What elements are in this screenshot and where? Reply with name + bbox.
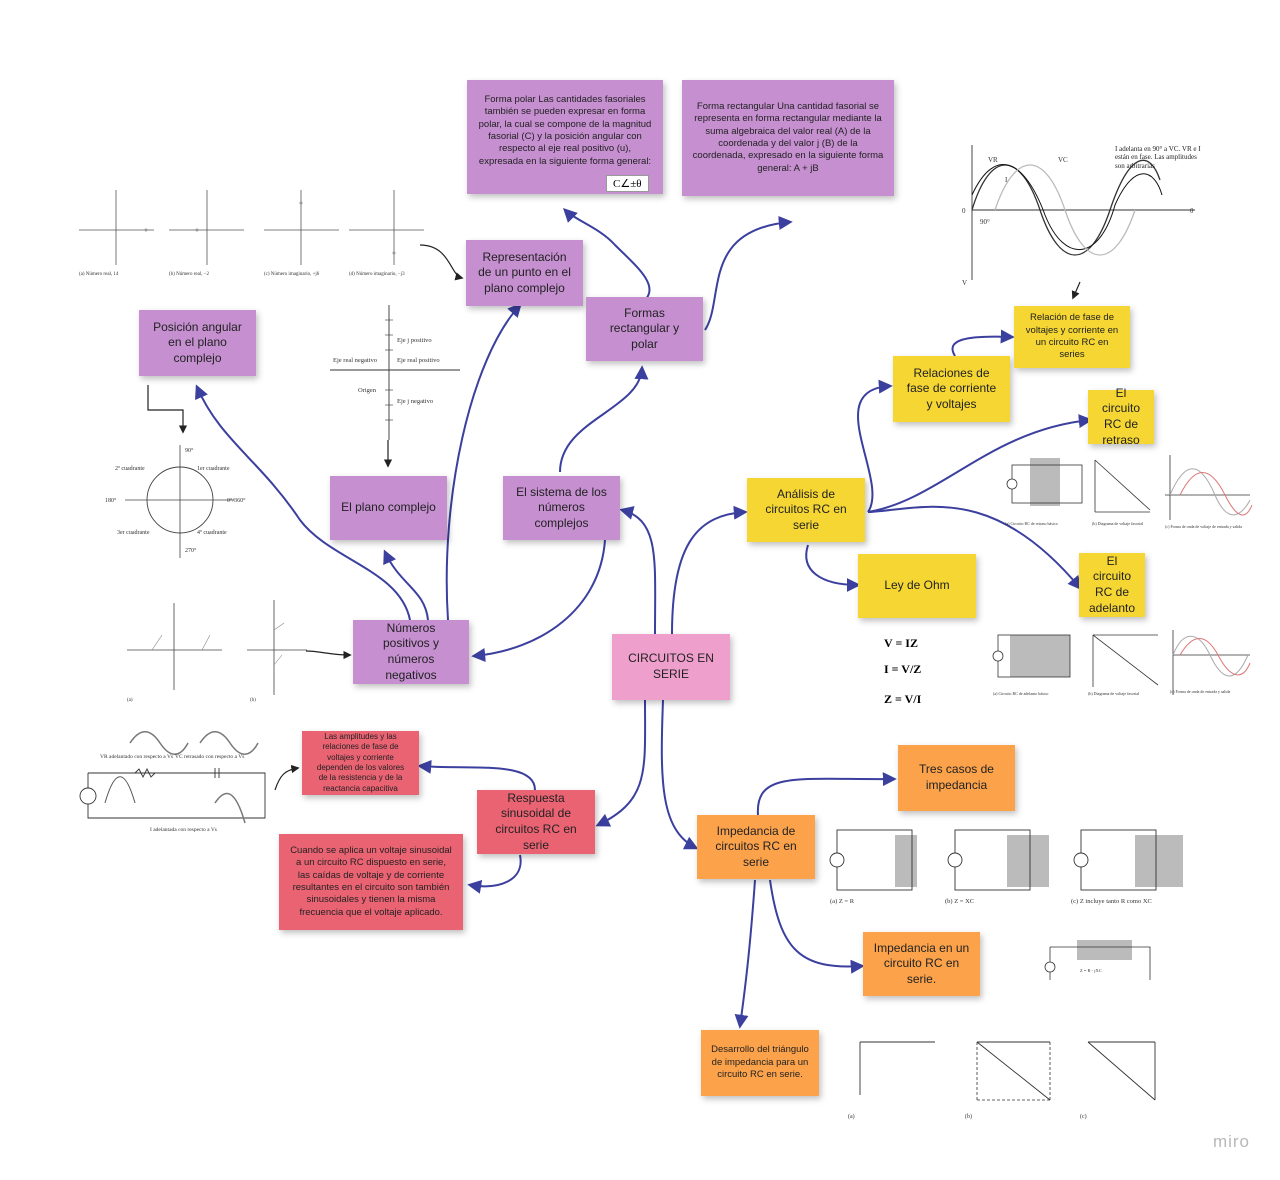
svg-text:θ: θ xyxy=(1190,207,1194,215)
ohm-formula-v: V = IZ xyxy=(884,636,918,650)
note-impedancia-rc[interactable]: Impedancia de circuitos RC en serie xyxy=(697,815,815,879)
svg-text:V: V xyxy=(962,279,967,285)
svg-text:(a) Número real, 14: (a) Número real, 14 xyxy=(79,272,119,277)
svg-text:90°: 90° xyxy=(185,447,194,454)
svg-text:90°: 90° xyxy=(980,218,990,226)
svg-text:VR adelantado con respecto a V: VR adelantado con respecto a Vs xyxy=(100,754,173,760)
note-relacion-fase-voltajes[interactable]: Relación de fase de voltajes y corriente… xyxy=(1014,306,1130,368)
note-circuito-retraso[interactable]: El circuito RC de retraso xyxy=(1088,386,1154,447)
svg-text:Eje real negativo: Eje real negativo xyxy=(333,357,377,364)
note-ley-ohm[interactable]: Ley de Ohm xyxy=(858,554,976,618)
note-analisis-rc[interactable]: Análisis de circuitos RC en serie xyxy=(747,478,865,542)
note-posicion-angular[interactable]: Posición angular en el plano complejo xyxy=(139,310,256,376)
note-relaciones-fase[interactable]: Relaciones de fase de corriente y voltaj… xyxy=(893,356,1010,422)
svg-text:0: 0 xyxy=(962,207,966,215)
impedance-cases-figure: (a) Z = R (b) Z = XC (c) Z incluye tanto… xyxy=(829,829,1183,905)
complex-plane-figure: Eje j positivo Eje j negativo Eje real p… xyxy=(330,305,460,440)
svg-text:2º cuadrante: 2º cuadrante xyxy=(115,466,145,472)
note-representacion-punto[interactable]: Representación de un punto en el plano c… xyxy=(466,240,583,306)
svg-text:(b) Z = XC: (b) Z = XC xyxy=(945,898,974,905)
svg-text:180°: 180° xyxy=(105,497,117,504)
note-circuito-adelanto[interactable]: El circuito RC de adelanto xyxy=(1079,553,1145,617)
svg-text:(b): (b) xyxy=(250,698,256,703)
note-amplitudes[interactable]: Las amplitudes y las relaciones de fase … xyxy=(302,731,419,795)
note-forma-rectangular[interactable]: Forma rectangular Una cantidad fasorial … xyxy=(682,80,894,196)
svg-text:3er cuadrante: 3er cuadrante xyxy=(117,530,150,536)
note-cuando-se-aplica[interactable]: Cuando se aplica un voltaje sinusoidal a… xyxy=(279,834,463,930)
svg-text:(b) Diagrama de voltaje fasori: (b) Diagrama de voltaje fasorial xyxy=(1088,691,1140,696)
quadrant-figure: 90° 1er cuadrante 2º cuadrante 180° 0°/3… xyxy=(105,445,246,558)
rc-sinusoidal-circuit: VR adelantado con respecto a Vs VC retra… xyxy=(79,731,266,833)
svg-text:(a) Z = R: (a) Z = R xyxy=(830,898,855,905)
note-sistema-numeros-complejos[interactable]: El sistema de los números complejos xyxy=(503,476,620,540)
svg-text:Eje j negativo: Eje j negativo xyxy=(397,398,433,405)
svg-text:(b) Diagrama de voltaje fasori: (b) Diagrama de voltaje fasorial xyxy=(1092,521,1144,526)
positive-negative-plots: (a) (b) xyxy=(127,600,307,703)
ohm-formula-z: Z = V/I xyxy=(884,692,922,706)
miro-watermark: miro xyxy=(1212,1132,1250,1151)
svg-text:(c): (c) xyxy=(1080,1113,1087,1120)
svg-text:Z = R - jXC: Z = R - jXC xyxy=(1080,968,1102,973)
svg-text:(b) Número real, −2: (b) Número real, −2 xyxy=(169,272,210,277)
svg-text:I: I xyxy=(1005,176,1008,184)
svg-text:VC: VC xyxy=(1058,156,1068,164)
svg-text:0°/360°: 0°/360° xyxy=(227,497,246,504)
note-formas-rectangular-polar[interactable]: Formas rectangular y polar xyxy=(586,297,703,361)
svg-text:Origen: Origen xyxy=(358,387,377,394)
svg-text:1er cuadrante: 1er cuadrante xyxy=(197,466,230,472)
svg-text:(a) Circuito RC de retraso bás: (a) Circuito RC de retraso básico xyxy=(1005,521,1058,526)
svg-text:(c) Forma de onda de voltaje d: (c) Forma de onda de voltaje de entrada … xyxy=(1165,524,1242,529)
svg-text:270°: 270° xyxy=(185,547,197,554)
svg-text:Eje j positivo: Eje j positivo xyxy=(397,337,432,344)
note-respuesta-sinusoidal[interactable]: Respuesta sinusoidal de circuitos RC en … xyxy=(477,790,595,854)
lag-circuit-figure: (a) Circuito RC de retraso básico (b) Dia… xyxy=(1005,455,1253,529)
central-topic[interactable]: CIRCUITOS EN SERIE xyxy=(612,634,730,700)
note-forma-polar[interactable]: Forma polar Las cantidades fasoriales ta… xyxy=(467,80,663,194)
impedance-single-circuit: Z = R - jXC xyxy=(1044,940,1151,980)
note-triangulo-impedancia[interactable]: Desarrollo del triángulo de impedancia p… xyxy=(701,1030,819,1096)
svg-text:VR: VR xyxy=(988,156,998,164)
svg-text:Eje real positivo: Eje real positivo xyxy=(397,357,440,364)
note-tres-casos[interactable]: Tres casos de impedancia xyxy=(898,745,1015,811)
svg-text:(d) Número imaginario, −j3: (d) Número imaginario, −j3 xyxy=(349,272,405,277)
svg-text:4º cuadrante: 4º cuadrante xyxy=(197,530,227,536)
note-plano-complejo[interactable]: El plano complejo xyxy=(330,476,447,540)
svg-text:I adelantada con respecto a Vs: I adelantada con respecto a Vs xyxy=(150,827,217,833)
svg-text:(c) Número imaginario, +j6: (c) Número imaginario, +j6 xyxy=(264,272,320,277)
svg-text:(c) Forma de onda de entrada y: (c) Forma de onda de entrada y salida xyxy=(1170,689,1231,694)
ohm-formula-i: I = V/Z xyxy=(884,662,922,676)
lead-circuit-figure: (a) Circuito RC de adelanto básico (b) Di… xyxy=(992,630,1251,696)
svg-text:(c) Z incluye tanto R como XC: (c) Z incluye tanto R como XC xyxy=(1071,898,1152,905)
number-line-figures: (a) Número real, 14 (b) Número real, −2 (… xyxy=(79,190,424,277)
note-impedancia-un-circuito[interactable]: Impedancia en un circuito RC en serie. xyxy=(863,932,980,996)
svg-text:(a): (a) xyxy=(848,1113,855,1120)
svg-text:(a) Circuito RC de adelanto bá: (a) Circuito RC de adelanto básico xyxy=(993,691,1048,696)
impedance-triangle-figure: (a) (b) (c) xyxy=(848,1041,1156,1120)
polar-formula: C∠±θ xyxy=(606,175,649,192)
note-numeros-positivos-negativos[interactable]: Números positivos y números negativos xyxy=(353,620,469,684)
svg-text:(a): (a) xyxy=(127,698,133,703)
svg-text:(b): (b) xyxy=(965,1113,972,1120)
svg-text:VC retrasado con respecto a Vs: VC retrasado con respecto a Vs xyxy=(175,754,244,760)
